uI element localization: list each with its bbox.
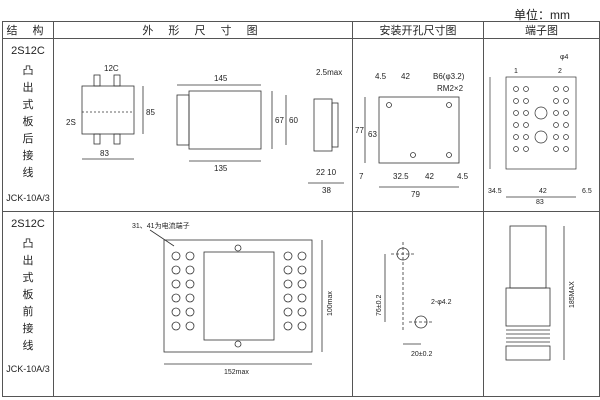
dim-145: 145 [214,74,228,83]
relay-edge-body [313,98,333,152]
terminal-board [505,76,577,170]
dim-42-bottom: 42 [425,172,434,181]
dim-79: 79 [411,190,420,199]
dim-100max: 100max [327,291,334,316]
current-terminal-note: 31、41为电流端子 [132,221,190,230]
dim-85: 85 [146,108,155,117]
dim-185max: 185MAX [569,281,576,308]
top-terminal-left [93,74,101,87]
dim-152max: 152max [224,369,249,376]
dim-34-5: 34.5 [488,188,502,195]
dim-83: 83 [536,199,544,205]
front-panel-window [203,251,275,341]
header-outline: 外 形 尺 寸 图 [53,21,353,39]
terminal-drawing-rear: φ4 1 2 34.5 42 6.5 83 [488,54,592,206]
bottom-terminal-right [113,133,121,145]
model-label: 2S12C [11,218,45,230]
dim-2-5max: 2.5max [316,68,342,77]
relay-base-terminals [505,329,551,361]
outline-drawing-cell: 31、41为电流端子 100max 152max [53,211,353,397]
terminal-drawing-front: 185MAX [505,225,576,361]
mount-hole-bottom-left [410,152,416,158]
relay-side-body [188,90,262,150]
label-2s: 2S [66,118,76,127]
relay-edge-plate [331,102,339,148]
dim-83: 83 [100,149,109,158]
pin-1-label: 1 [514,68,518,75]
relay-side-flange [176,94,190,146]
dim-6-5: 6.5 [582,188,592,195]
mount-hole-top-left [386,102,392,108]
dim-4-5-bottom: 4.5 [457,172,469,181]
mounting-drawing-front: 76±0.2 2-φ4.2 20±0.2 [376,242,452,358]
bottom-mount-hole [234,340,242,348]
dim-hole: 2-φ4.2 [431,299,452,306]
dim-20: 20±0.2 [411,351,432,358]
dim-32-5: 32.5 [393,172,409,181]
dim-42-top: 42 [401,72,410,81]
dim-63: 63 [368,130,377,139]
mounting-drawing-rear: 4.5 42 B6(φ3.2) RM2×2 77 63 7 32.5 42 4.… [355,72,469,199]
right-terminal-column [283,251,307,331]
header-terminal: 端子图 [483,21,600,39]
outline-drawing-rear: 12C 2S 83 85 145 67 60 135 2 [66,64,344,195]
mounting-drawing-cell: 4.5 42 B6(φ3.2) RM2×2 77 63 7 32.5 42 4.… [352,38,484,212]
header-mounting: 安装开孔尺寸图 [352,21,484,39]
dim-b6: B6(φ3.2) [433,72,465,81]
dim-22-10: 22 10 [316,168,337,177]
terminal-pin-grid [513,86,569,152]
relay-cover [509,225,547,289]
relay-case [505,287,551,327]
dim-67: 67 [275,116,284,125]
terminal-drawing-cell: φ4 1 2 34.5 42 6.5 83 [483,38,600,212]
mount-hole-top-right [446,102,452,108]
outline-drawing-front: 31、41为电流端子 100max 152max [132,221,334,376]
model-label: 2S12C [11,45,45,57]
dim-60: 60 [289,116,298,125]
mount-hole-bottom-right [446,152,452,158]
unit-label: 单位：mm [514,8,570,22]
dim-phi4: φ4 [560,54,569,61]
dim-42: 42 [539,188,547,195]
dim-135: 135 [214,164,228,173]
spec-row-front-wiring: 2S12C 凸 出 式 板 前 接 线 JCK-10A/3 31、41为电流端子 [2,211,600,397]
dim-rm2x2: RM2×2 [437,84,464,93]
front-panel [163,239,313,353]
wiring-description: 凸 出 式 板 前 接 线 [22,238,34,352]
pin-2-label: 2 [558,68,562,75]
dim-77: 77 [355,126,364,135]
left-terminal-column [171,251,195,331]
dim-4-5-top: 4.5 [375,72,387,81]
spec-table: 结 构 外 形 尺 寸 图 安装开孔尺寸图 端子图 2S12C 凸 出 式 板 … [2,21,600,397]
terminal-drawing-cell: 185MAX [483,211,600,397]
structure-cell: 2S12C 凸 出 式 板 前 接 线 JCK-10A/3 [2,211,54,397]
dim-76: 76±0.2 [376,295,383,316]
mounting-drawing-cell: 76±0.2 2-φ4.2 20±0.2 [352,211,484,397]
top-mount-hole [234,244,242,252]
type-code: JCK-10A/3 [6,193,50,203]
type-code: JCK-10A/3 [6,364,50,374]
label-12c: 12C [104,64,119,73]
dim-7: 7 [359,172,364,181]
outline-drawing-cell: 12C 2S 83 85 145 67 60 135 2 [53,38,353,212]
bottom-terminal-left [93,133,101,145]
structure-cell: 2S12C 凸 出 式 板 后 接 线 JCK-10A/3 [2,38,54,212]
spec-row-rear-wiring: 2S12C 凸 出 式 板 后 接 线 JCK-10A/3 [2,38,600,212]
wiring-description: 凸 出 式 板 后 接 线 [22,65,34,179]
dim-38: 38 [322,186,331,195]
top-terminal-right [113,74,121,87]
relay-front-body [81,85,135,135]
cutout-outline [378,96,460,164]
header-row: 结 构 外 形 尺 寸 图 安装开孔尺寸图 端子图 [2,21,600,39]
header-structure: 结 构 [2,21,54,39]
